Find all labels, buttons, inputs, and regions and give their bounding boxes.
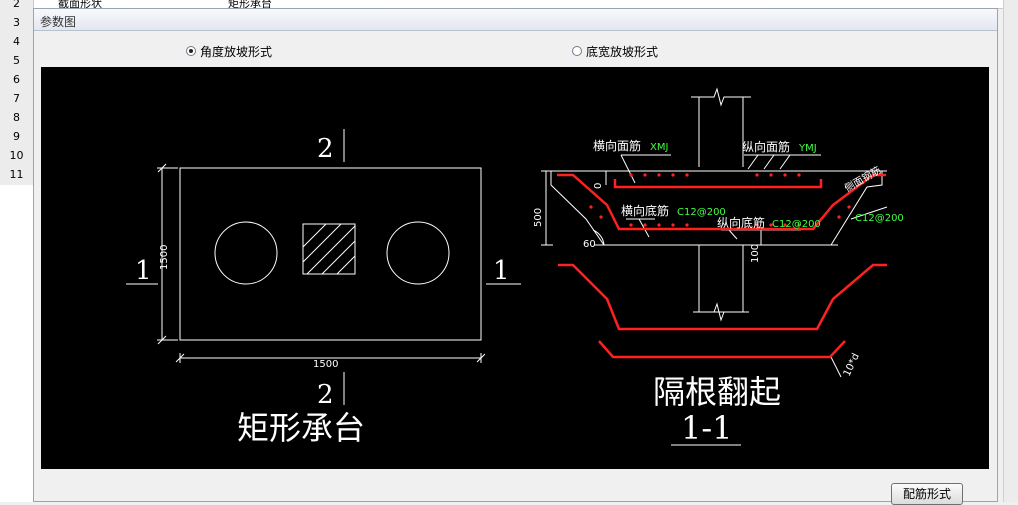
section-subtitle: 1-1	[681, 409, 733, 447]
cell-value: 矩形承台	[228, 0, 272, 10]
row-number: 3	[0, 14, 34, 33]
parameter-dialog: 参数图 角度放坡形式 底宽放坡形式	[33, 8, 998, 505]
code-side: C12@200	[855, 213, 904, 224]
section-mark-left: 1	[135, 256, 152, 286]
section-mark-bottom: 2	[317, 380, 334, 410]
radio-unselected-icon[interactable]	[572, 46, 582, 56]
row-number: 2	[0, 0, 34, 14]
row-number: 11	[0, 166, 34, 185]
code-h-top: XMJ	[650, 142, 668, 153]
label-h-bottom: 横向底筋	[621, 203, 669, 218]
side-rebar-label: 侧面钢筋	[842, 163, 883, 194]
row-number: 5	[0, 52, 34, 71]
dim-width: 1500	[313, 359, 338, 370]
dim-100: 100	[750, 244, 761, 263]
radio-selected-icon[interactable]	[186, 46, 196, 56]
option-angle-slope[interactable]: 角度放坡形式	[186, 43, 272, 59]
angle-label: 60	[583, 239, 596, 250]
parameter-drawing: 2 2 1 1 矩形承台 隔根翻起 1-1 1500 1500 500 0 10…	[41, 67, 989, 469]
section-mark-top: 2	[317, 134, 334, 164]
dim-depth: 500	[533, 208, 544, 227]
code-v-bottom: C12@200	[772, 219, 821, 230]
option-label: 底宽放坡形式	[586, 44, 659, 59]
section-title: 隔根翻起	[653, 373, 781, 411]
row-number: 8	[0, 109, 34, 128]
row-number: 7	[0, 90, 34, 109]
section-mark-right: 1	[493, 256, 510, 286]
dialog-title: 参数图	[40, 15, 77, 29]
pile-circle-right	[386, 221, 450, 285]
label-v-top: 纵向面筋	[742, 139, 790, 154]
hook-label: 10*d	[842, 352, 862, 378]
row-number: 9	[0, 128, 34, 147]
option-bottom-width-slope[interactable]: 底宽放坡形式	[572, 43, 658, 59]
row-number: 4	[0, 33, 34, 52]
row-number: 10	[0, 147, 34, 166]
dim-cover: 0	[593, 183, 604, 189]
label-h-top: 横向面筋	[593, 138, 641, 153]
option-label: 角度放坡形式	[200, 44, 273, 59]
dialog-titlebar[interactable]: 参数图	[34, 9, 997, 31]
code-h-bottom: C12@200	[677, 207, 726, 218]
dim-height: 1500	[159, 245, 170, 270]
rebar-form-button[interactable]: 配筋形式	[891, 483, 963, 505]
cell-label: 截面形状	[58, 0, 102, 10]
plan-title: 矩形承台	[237, 409, 365, 447]
pile-circle-left	[214, 221, 278, 285]
label-v-bottom: 纵向底筋	[717, 215, 765, 230]
column-hatch-box	[302, 223, 356, 275]
pile-cap-outline	[179, 167, 482, 341]
row-number: 6	[0, 71, 34, 90]
drawing-svg: 2 2 1 1 矩形承台 隔根翻起 1-1 1500 1500 500 0 10…	[126, 87, 904, 447]
vertical-scrollbar[interactable]	[1003, 0, 1018, 502]
code-v-top: YMJ	[798, 143, 817, 154]
